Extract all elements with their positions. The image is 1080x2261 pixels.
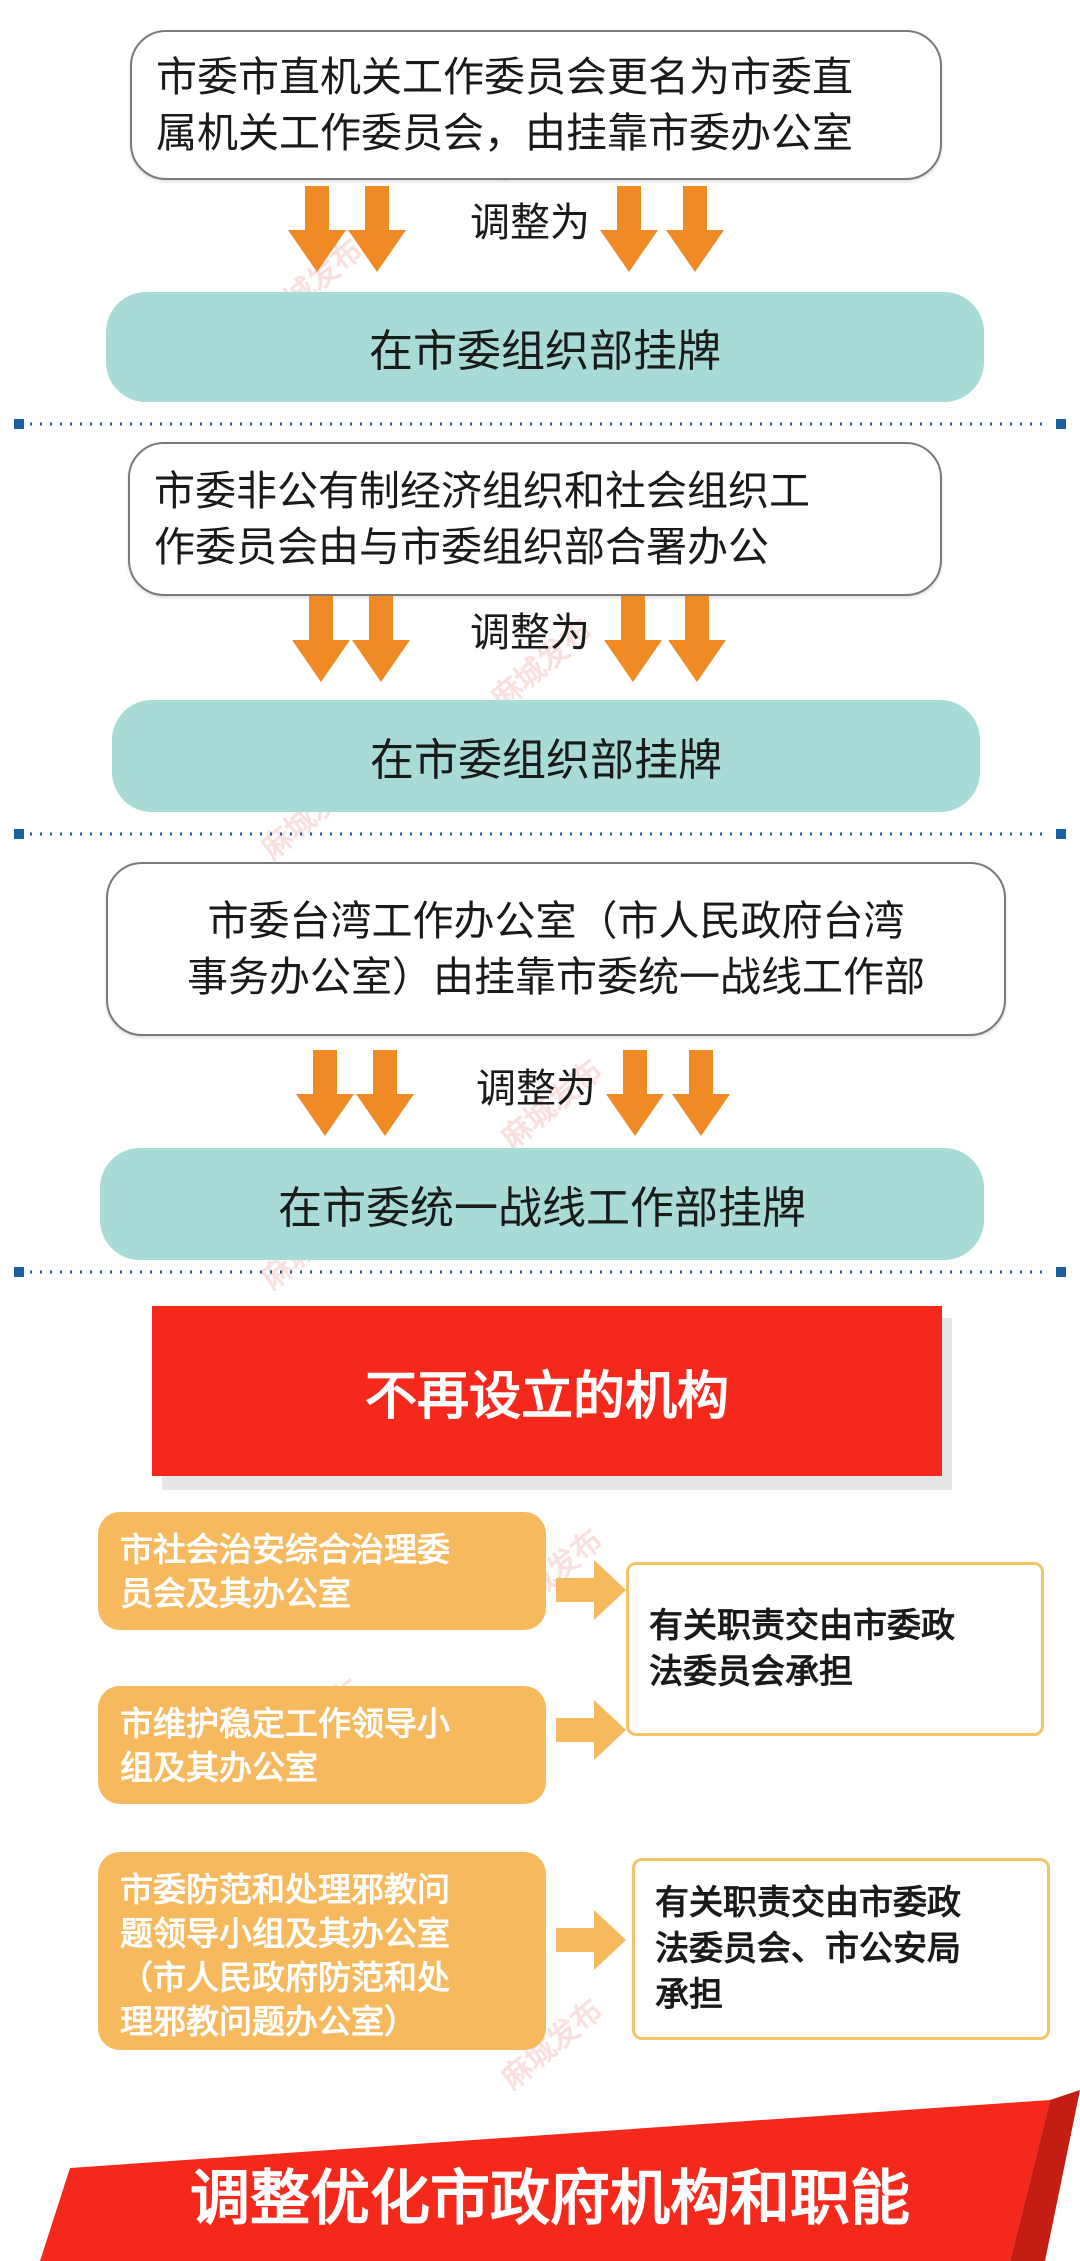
down-arrow-icon <box>666 186 724 272</box>
right-arrow-icon <box>556 1910 626 1970</box>
section-divider <box>14 829 1066 839</box>
abolished-line: 员会及其办公室 <box>120 1574 351 1613</box>
source-line: 市委非公有制经济组织和社会组织工 <box>154 467 810 515</box>
banner-title: 不再设立的机构 <box>364 1366 729 1427</box>
source-box-3: 市委台湾工作办公室（市人民政府台湾 事务办公室）由挂靠市委统一战线工作部 <box>106 862 1006 1036</box>
source-line: 市委台湾工作办公室（市人民政府台湾 <box>207 897 905 945</box>
section-divider <box>14 1267 1066 1277</box>
result-line: 承担 <box>655 1975 723 2015</box>
abolished-line: （市人民政府防范和处 <box>120 1958 450 1997</box>
result-line: 有关职责交由市委政 <box>649 1606 955 1646</box>
abolished-line: 市委防范和处理邪教问 <box>120 1870 450 1909</box>
source-box-1: 市委市直机关工作委员会更名为市委直 属机关工作委员会，由挂靠市委办公室 <box>130 30 942 180</box>
result-line: 法委员会承担 <box>649 1652 853 1692</box>
footer-banner-shape <box>40 2090 1080 2261</box>
adjust-label: 调整为 <box>470 200 590 246</box>
down-arrow-icon <box>352 596 410 682</box>
abolished-line: 理邪教问题办公室） <box>120 2002 417 2041</box>
source-line: 作委员会由与市委组织部合署办公 <box>154 523 769 571</box>
section-divider <box>14 419 1066 429</box>
adjust-label: 调整为 <box>470 610 590 656</box>
down-arrow-icon <box>288 186 346 272</box>
result-line: 有关职责交由市委政 <box>655 1883 961 1923</box>
down-arrow-icon <box>604 596 662 682</box>
down-arrow-icon <box>296 1050 354 1136</box>
down-arrow-icon <box>672 1050 730 1136</box>
abolished-line: 市维护稳定工作领导小 <box>120 1704 450 1743</box>
target-box-2: 在市委组织部挂牌 <box>112 700 980 812</box>
right-arrow-icon <box>556 1700 626 1760</box>
down-arrow-icon <box>356 1050 414 1136</box>
down-arrow-icon <box>606 1050 664 1136</box>
source-box-2: 市委非公有制经济组织和社会组织工 作委员会由与市委组织部合署办公 <box>128 442 942 596</box>
result-box-1: 有关职责交由市委政 法委员会承担 <box>626 1562 1044 1736</box>
result-line: 法委员会、市公安局 <box>655 1929 961 1969</box>
abolished-line: 组及其办公室 <box>120 1748 318 1787</box>
down-arrow-icon <box>668 596 726 682</box>
adjust-label: 调整为 <box>476 1066 596 1112</box>
footer-banner-title: 调整优化市政府机构和职能 <box>190 2164 910 2234</box>
abolished-item-2: 市维护稳定工作领导小 组及其办公室 <box>98 1686 546 1804</box>
down-arrow-icon <box>292 596 350 682</box>
down-arrow-icon <box>348 186 406 272</box>
abolished-line: 市社会治安综合治理委 <box>120 1530 450 1569</box>
source-line: 属机关工作委员会，由挂靠市委办公室 <box>156 109 853 157</box>
result-box-2: 有关职责交由市委政 法委员会、市公安局 承担 <box>632 1858 1050 2040</box>
target-box-1: 在市委组织部挂牌 <box>106 292 984 402</box>
abolished-line: 题领导小组及其办公室 <box>120 1914 450 1953</box>
down-arrow-icon <box>600 186 658 272</box>
abolished-item-3: 市委防范和处理邪教问 题领导小组及其办公室 （市人民政府防范和处 理邪教问题办公… <box>98 1852 546 2050</box>
abolished-item-1: 市社会治安综合治理委 员会及其办公室 <box>98 1512 546 1630</box>
source-line: 事务办公室）由挂靠市委统一战线工作部 <box>187 953 925 1001</box>
target-box-3: 在市委统一战线工作部挂牌 <box>100 1148 984 1260</box>
source-line: 市委市直机关工作委员会更名为市委直 <box>156 53 853 101</box>
right-arrow-icon <box>556 1560 626 1620</box>
abolished-banner: 不再设立的机构 <box>152 1306 942 1476</box>
